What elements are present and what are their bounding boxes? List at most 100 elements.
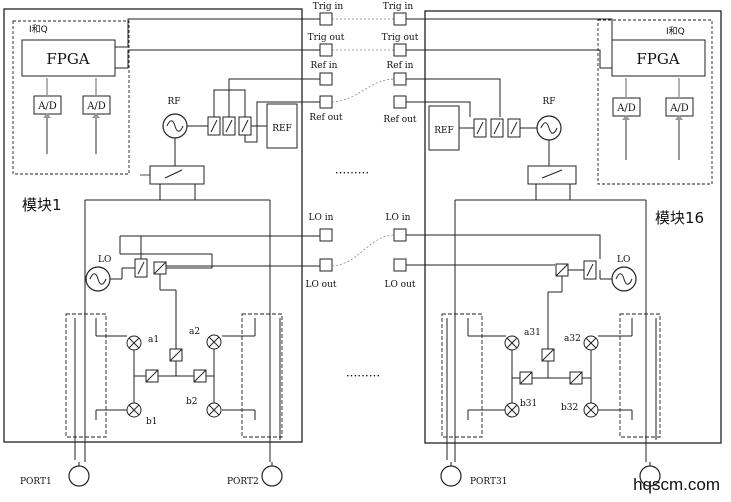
port2-connector: [261, 465, 283, 487]
right-ref-out-label: Ref out: [383, 115, 417, 125]
module-left-iq-label: I和Q: [29, 24, 48, 35]
module-right-lo-splitter-icon: [555, 263, 569, 277]
module-left-coupler-a: [65, 313, 107, 438]
right-lo-out-label: LO out: [384, 280, 415, 290]
module-left-rf-splitter: [149, 165, 205, 185]
module-left-mixer-a2-icon: [206, 334, 222, 350]
module-right-rx-a32-label: a32: [564, 334, 581, 344]
module-right-lo-source-icon: [611, 266, 637, 292]
module-right-ref-switch-icon: [490, 118, 504, 138]
module-right-fpga: [611, 39, 706, 77]
left-ref-in-port: [319, 72, 333, 86]
module-right-lo-div-r-icon: [569, 371, 583, 385]
module-left-lo-div-l-icon: [145, 369, 159, 383]
watermark: hqscm.com: [633, 475, 720, 494]
module-right-mixer-b31-icon: [504, 402, 520, 418]
left-ref-in-label: Ref in: [311, 61, 338, 71]
module-right: I和Q FPGA A/D A/D 模块16 RF REF LO: [424, 10, 722, 462]
module-right-rf-splitter: [527, 165, 577, 185]
module-left-digital-section: [12, 20, 130, 175]
left-ref-out-label: Ref out: [309, 113, 343, 123]
left-trig-in-label: Trig in: [313, 2, 344, 12]
module-left-rx-a2-label: a2: [189, 327, 200, 337]
inter-module-cables: ········· ·········: [331, 18, 395, 383]
module-left-adc-1-label: A/D: [37, 101, 57, 112]
module-right-mixer-a31-icon: [504, 335, 520, 351]
ellipsis-bottom: ·········: [346, 369, 380, 383]
right-ref-in-port: [393, 72, 407, 86]
module-left-rx-b1-label: b1: [146, 417, 158, 427]
module-right-ref-switch2-icon: [473, 118, 487, 138]
left-trig-out-label: Trig out: [308, 33, 345, 43]
module-left-rx-a1-label: a1: [148, 335, 159, 345]
module-left: I和Q FPGA A/D A/D 模块1 RF REF: [3, 8, 320, 462]
right-lo-out-port: [393, 258, 407, 272]
module-left-lo-div-r-icon: [193, 369, 207, 383]
module-left-mixer-b1-icon: [126, 402, 142, 418]
module-left-coupler-b: [241, 313, 283, 438]
port31-label: PORT31: [470, 477, 508, 487]
module-right-mixer-a32-icon: [583, 335, 599, 351]
module-right-coupler-a: [441, 313, 483, 438]
right-lo-in-port: [393, 228, 407, 242]
left-ref-out-port: [319, 95, 333, 109]
module-left-frame: [3, 8, 303, 443]
right-trig-in-port: [393, 12, 407, 26]
left-port-boxes: Trig in Trig out Ref in Ref out LO in LO…: [115, 2, 345, 290]
left-lo-in-label: LO in: [309, 213, 334, 223]
module-left-rf-label: RF: [167, 97, 180, 107]
module-right-iq-label: I和Q: [666, 26, 685, 37]
left-lo-out-label: LO out: [305, 280, 336, 290]
module-right-ref-label: REF: [434, 126, 454, 136]
module-right-digital-section: [597, 19, 713, 185]
right-lo-in-label: LO in: [386, 213, 411, 223]
module-right-frame: [424, 10, 722, 444]
module-right-rf-switch-icon: [507, 118, 521, 138]
module-right-name: 模块16: [655, 209, 704, 227]
module-left-lo-source-icon: [85, 266, 111, 292]
module-right-lo-label: LO: [617, 255, 630, 265]
module-left-lo-splitter-icon: [153, 261, 167, 275]
module-right-rf-label: RF: [542, 97, 555, 107]
module-right-lo-div-l-icon: [519, 371, 533, 385]
module-left-rf-switch-icon: [207, 116, 221, 136]
right-ref-out-port: [393, 95, 407, 109]
module-left-name: 模块1: [22, 196, 62, 214]
left-lo-in-port: [319, 228, 333, 242]
left-trig-in-port: [319, 12, 333, 26]
module-right-rx-b32-label: b32: [561, 403, 578, 413]
port1-connector: [68, 465, 90, 487]
right-trig-out-label: Trig out: [382, 33, 419, 43]
module-left-lo-switch-icon: [134, 258, 148, 278]
module-right-rf-source-icon: [536, 115, 562, 141]
module-left-mixer-a1-icon: [126, 335, 142, 351]
module-left-lo-label: LO: [98, 255, 111, 265]
module-left-ref-label: REF: [272, 124, 292, 134]
module-right-fpga-label: FPGA: [636, 50, 679, 68]
module-left-adc-2-label: A/D: [86, 101, 106, 112]
right-trig-in-label: Trig in: [383, 2, 414, 12]
module-right-rx-a31-label: a31: [524, 328, 541, 338]
port2-label: PORT2: [227, 477, 259, 487]
module-left-fpga: [21, 39, 116, 77]
port31-connector: [440, 465, 462, 487]
module-left-rx-b2-label: b2: [186, 397, 198, 407]
module-left-rf-source-icon: [162, 113, 188, 139]
test-ports: PORT1 PORT2 PORT31: [20, 462, 661, 487]
module-left-mixer-b2-icon: [206, 402, 222, 418]
module-right-mixer-b32-icon: [583, 402, 599, 418]
module-right-lo-switch-icon: [583, 260, 597, 280]
module-right-adc-1-label: A/D: [616, 103, 636, 114]
module-right-ref-block: [428, 105, 460, 151]
right-port-boxes: Trig in Trig out Ref in Ref out LO in LO…: [382, 2, 625, 290]
port1-label: PORT1: [20, 477, 52, 487]
module-left-fpga-label: FPGA: [46, 50, 89, 68]
module-left-ref-switch-icon: [222, 116, 236, 136]
right-trig-out-port: [393, 43, 407, 57]
left-trig-out-port: [319, 43, 333, 57]
module-left-ref-switch2-icon: [238, 116, 252, 136]
module-right-rx-b31-label: b31: [520, 399, 537, 409]
module-right-lo-divider-icon: [541, 348, 555, 362]
module-left-lo-divider-icon: [169, 348, 183, 362]
